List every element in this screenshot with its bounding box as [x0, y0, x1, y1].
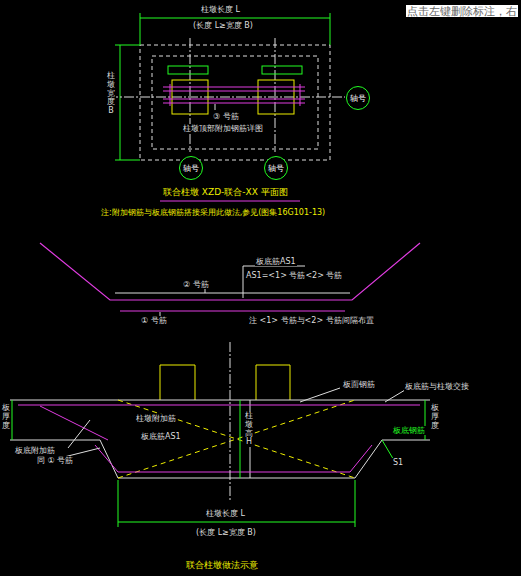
extension-line [330, 13, 331, 45]
rebar-mark [262, 66, 302, 74]
label: 板底筋AS1 [255, 257, 297, 266]
label: 同 ① 号筋 [36, 456, 74, 465]
label: 板厚度 [1, 404, 11, 430]
axis-circle: 轴号 [179, 156, 203, 180]
label: ③ 号筋 [212, 112, 240, 121]
pier-outline [140, 45, 330, 160]
label: (长度 L≥宽度 B) [192, 21, 254, 30]
rebar [163, 103, 305, 104]
dimension-line [120, 45, 121, 160]
dimension-line [140, 18, 330, 19]
title-underline [160, 200, 300, 201]
rebar-mark [168, 66, 208, 74]
extension-line [140, 13, 141, 45]
label: 柱墩长度 L [200, 5, 241, 14]
axis-line [190, 38, 191, 152]
title: 联合柱墩 XZD-联合-XX 平面图 [162, 187, 289, 197]
rebar [95, 445, 372, 472]
dimension-line [118, 522, 355, 523]
pier-inner-outline [152, 56, 318, 149]
label: 板厚度 [430, 404, 440, 430]
label: ① 号筋 [140, 316, 168, 325]
label: ② 号筋 [182, 280, 210, 289]
extension-line [115, 45, 140, 46]
label: 柱墩宽度B [106, 72, 116, 116]
label: S1 [392, 458, 404, 467]
label: 板底筋AS1 [140, 432, 182, 441]
extension-line [355, 480, 356, 527]
leader-line [300, 388, 340, 402]
axis-line [108, 97, 345, 98]
rebar [163, 87, 305, 88]
label: 板底筋与柱墩交接 [404, 382, 470, 391]
drop-panel [10, 440, 430, 478]
leader-line [385, 390, 405, 402]
label: 板底附加筋 [14, 446, 56, 455]
rebar [170, 84, 171, 106]
axis-label: 轴号 [350, 93, 366, 104]
axis-label: 轴号 [183, 163, 199, 174]
leader-line [68, 420, 90, 448]
extension-line [115, 160, 140, 161]
rebar [163, 91, 305, 92]
leader-line [215, 104, 216, 110]
label: 注:附加钢筋与板底钢筋搭接采用此做法,参见(图集16G101-13) [100, 208, 326, 217]
axis-line [275, 38, 276, 152]
label: (长度 L≥宽度 B) [195, 528, 257, 537]
label: 注 <1> 号筋与<2> 号筋间隔布置 [248, 316, 375, 325]
rebar [163, 99, 305, 100]
label: 柱墩附加筋 [135, 414, 177, 423]
label: 柱墩高H [244, 412, 254, 447]
axis-label: 轴号 [268, 163, 284, 174]
rebar [18, 405, 420, 406]
rebar [40, 406, 108, 440]
axis-line [230, 342, 231, 500]
column [256, 365, 290, 400]
label: 点击左键删除标注，右 [406, 5, 518, 17]
diagonal [118, 400, 355, 478]
diagonal [118, 400, 355, 478]
column [172, 80, 208, 114]
column [160, 365, 195, 400]
dimension-line [240, 400, 241, 478]
axis-circle: 轴号 [264, 156, 288, 180]
rebar [300, 84, 301, 106]
label: 板面钢筋 [342, 380, 376, 389]
slab-top [10, 400, 430, 401]
caption: 联合柱墩做法示意 [185, 560, 259, 570]
rebar-bent [40, 243, 420, 300]
extension-line [118, 480, 119, 527]
label: 柱墩顶部附加钢筋详图 [182, 124, 264, 133]
label: 柱墩长度 L [205, 509, 246, 518]
label: 板底钢筋 [392, 426, 426, 435]
rebar [115, 293, 350, 294]
leader-line [243, 266, 244, 298]
column [258, 80, 294, 114]
axis-circle: 轴号 [346, 86, 370, 110]
dimension-line [12, 400, 13, 440]
rebar [120, 311, 345, 312]
label: AS1=<1> 号筋<2> 号筋 [245, 271, 343, 280]
